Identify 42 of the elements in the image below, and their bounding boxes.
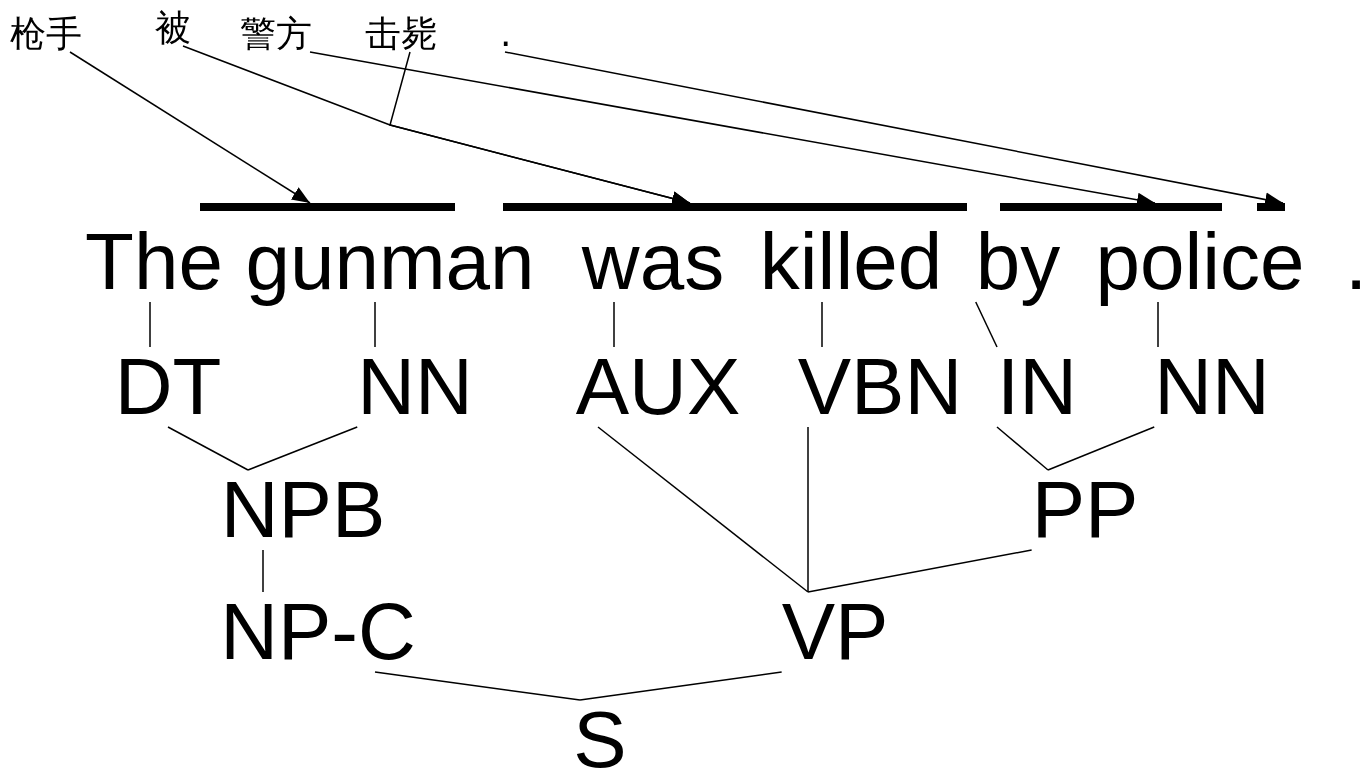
alignment-bar <box>200 203 455 211</box>
tree-line <box>374 671 581 701</box>
tree-label: NN <box>357 347 473 427</box>
tree-line <box>579 671 783 701</box>
tree-line <box>247 426 358 471</box>
tree-label: NN <box>1154 347 1270 427</box>
tree-line <box>996 426 1049 471</box>
tree-label: was <box>581 222 725 302</box>
tree-label: NP-C <box>220 592 416 672</box>
tree-label: IN <box>997 347 1077 427</box>
chinese-word: 击毙 <box>365 16 437 52</box>
tree-label: VBN <box>797 347 963 427</box>
chinese-word: . <box>500 16 512 52</box>
tree-line <box>262 549 264 593</box>
tree-label: VP <box>781 592 889 672</box>
alignment-bar <box>1000 203 1222 211</box>
tree-line <box>975 301 998 348</box>
tree-line <box>374 301 376 348</box>
alignment-arrow <box>389 51 691 206</box>
tree-label: The <box>85 222 223 302</box>
chinese-word: 被 <box>155 10 191 46</box>
tree-line <box>167 426 249 471</box>
alignment-bar <box>1257 203 1285 211</box>
chinese-word: 警方 <box>240 16 312 52</box>
tree-line <box>807 549 1033 593</box>
tree-label: PP <box>1031 470 1139 550</box>
chinese-word: 枪手 <box>10 16 82 52</box>
tree-label: NPB <box>220 470 386 550</box>
tree-line <box>821 301 823 348</box>
tree-label: AUX <box>575 347 741 427</box>
tree-line <box>1157 301 1159 348</box>
tree-label: . <box>1344 222 1368 302</box>
tree-label: DT <box>114 347 222 427</box>
tree-label: S <box>573 700 627 780</box>
tree-line <box>1047 426 1155 471</box>
alignment-arrow <box>69 51 311 204</box>
alignment-bar <box>503 203 967 211</box>
tree-label: killed <box>759 222 943 302</box>
tree-line <box>613 301 615 348</box>
tree-line <box>807 426 809 593</box>
tree-line <box>149 301 151 348</box>
tree-line <box>597 426 809 593</box>
